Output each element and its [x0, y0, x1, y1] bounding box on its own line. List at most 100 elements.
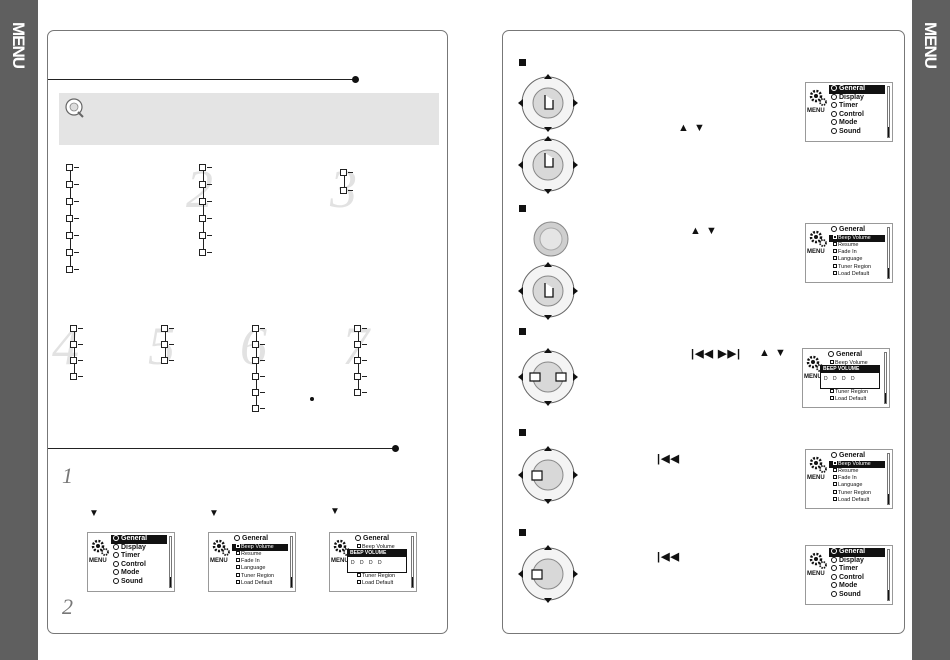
menu-item-mode: Mode [111, 569, 167, 578]
menu-label: MENU [210, 558, 228, 564]
gear-icon [212, 539, 230, 556]
gear-icon [809, 230, 827, 247]
submenu-item: Load Default [829, 497, 885, 504]
section-square-icon [519, 429, 526, 436]
prev-track-icon: |◀◀ [657, 453, 680, 465]
submenu-item: Fade In [829, 475, 885, 482]
submenu-item: Tuner Region [353, 572, 409, 580]
tree-node [161, 341, 168, 348]
up-down-triangle-icon: ▲ ▼ [678, 122, 706, 134]
submenu-item: Beep Volume [232, 543, 288, 551]
submenu-item: Load Default [829, 271, 885, 278]
submenu-item: Tuner Region [829, 489, 885, 497]
section-rule [48, 448, 394, 449]
jog-dial-icon [518, 446, 578, 504]
section-square-icon [519, 59, 526, 66]
lcd-screen-main-menu: MENU General Display Timer Control Mode … [805, 82, 893, 142]
tree-node [66, 164, 73, 171]
tree-node [70, 373, 77, 380]
tree-node [66, 232, 73, 239]
submenu-header: General [353, 535, 409, 544]
tree-node [70, 325, 77, 332]
menu-item-sound: Sound [829, 127, 885, 137]
menu-label: MENU [807, 475, 825, 481]
jog-dial-icon [518, 545, 578, 603]
scrollbar [884, 352, 887, 404]
bullet-dot [310, 397, 314, 401]
step-number: 2 [62, 594, 73, 619]
menu-item-sound: Sound [111, 577, 167, 587]
lcd-screen-beep-volume: MENU General Beep Volume Tuner Region Lo… [329, 532, 417, 592]
menu-label: MENU [807, 249, 825, 255]
tree-node [199, 232, 206, 239]
submenu-item: Beep Volume [829, 234, 885, 242]
menu-item-display: Display [829, 93, 885, 103]
up-down-triangle-icon: ▲ ▼ [759, 347, 787, 359]
lcd-screen-general: MENU General Beep Volume Resume Fade In … [208, 532, 296, 592]
note-box [59, 93, 439, 145]
menu-item-mode: Mode [829, 582, 885, 591]
tree-node [252, 325, 259, 332]
submenu-item: Beep Volume [829, 460, 885, 468]
submenu-item: Load Default [353, 580, 409, 587]
section-square-icon [519, 529, 526, 536]
beep-volume-popup: BEEP VOLUME D D D D [820, 365, 880, 389]
menu-label: MENU [807, 571, 825, 577]
left-panel: 2 3 4 5 6 7 [47, 30, 448, 634]
down-triangle-icon: ▼ [89, 508, 99, 519]
tree-node [70, 357, 77, 364]
submenu-item: Language [232, 565, 288, 572]
lcd-screen-main-menu: MENU General Display Timer Control Mode … [87, 532, 175, 592]
tree-node [70, 341, 77, 348]
menu-item-general: General [111, 535, 167, 544]
gear-icon [809, 456, 827, 473]
jog-dial-icon [518, 262, 578, 320]
gear-icon [809, 552, 827, 569]
submenu-header: General [232, 535, 288, 544]
gear-icon [809, 89, 827, 106]
menu-item-timer: Timer [829, 102, 885, 111]
beep-volume-popup: BEEP VOLUME D D D D [347, 549, 407, 573]
prev-track-icon: |◀◀ [657, 551, 680, 563]
lcd-screen-beep-volume: MENU General Beep Volume Tuner Region Lo… [802, 348, 890, 408]
tree-node [199, 215, 206, 222]
section-square-icon [519, 205, 526, 212]
menu-item-sound: Sound [829, 590, 885, 600]
submenu-item: Fade In [232, 558, 288, 565]
submenu-item: Resume [829, 241, 885, 249]
menu-label: MENU [804, 374, 822, 380]
submenu-item: Language [829, 256, 885, 263]
side-tab-label: MENU [921, 22, 940, 69]
submenu-item: Fade In [829, 249, 885, 256]
tree-node [252, 341, 259, 348]
submenu-header: General [829, 226, 885, 235]
down-triangle-icon: ▼ [209, 508, 219, 519]
lcd-screen-general: MENU General Beep Volume Resume Fade In … [805, 223, 893, 283]
submenu-item: Language [829, 482, 885, 489]
submenu-header: General [826, 351, 882, 360]
gear-icon [91, 539, 109, 556]
scrollbar [887, 549, 890, 601]
menu-label: MENU [89, 558, 107, 564]
jog-dial-icon [533, 221, 569, 257]
tree-node [199, 164, 206, 171]
menu-label: MENU [331, 558, 349, 564]
tree-node [66, 266, 73, 273]
submenu-item: Resume [829, 467, 885, 475]
submenu-item: Beep Volume [353, 543, 409, 551]
tree-node [161, 325, 168, 332]
tree-node [354, 357, 361, 364]
tree-node [354, 373, 361, 380]
side-tab-label: MENU [9, 22, 28, 69]
submenu-item: Tuner Region [232, 572, 288, 580]
tree-node [354, 325, 361, 332]
tree-node [354, 341, 361, 348]
tree-node [66, 249, 73, 256]
up-down-triangle-icon: ▲ ▼ [690, 225, 718, 237]
section-rule-dot [352, 76, 359, 83]
menu-item-general: General [829, 548, 885, 557]
scrollbar [290, 536, 293, 588]
scrollbar [887, 86, 890, 138]
tree-node [66, 198, 73, 205]
submenu-item: Tuner Region [826, 388, 882, 396]
